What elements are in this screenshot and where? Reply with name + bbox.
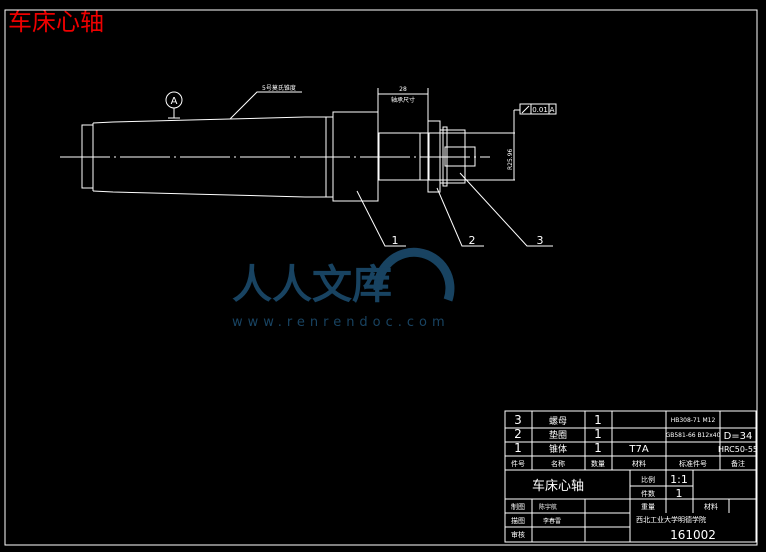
watermark-logo: 人人文库 www.renrendoc.com [232, 247, 455, 330]
diameter-dimension: R25.96 [507, 109, 520, 180]
svg-text:28: 28 [399, 86, 407, 93]
svg-text:轴承尺寸: 轴承尺寸 [391, 96, 415, 104]
svg-text:比例: 比例 [641, 475, 655, 484]
watermark-url: www.renrendoc.com [232, 315, 450, 330]
svg-text:数量: 数量 [591, 459, 605, 468]
drawing-title: 车床心轴 [8, 8, 104, 36]
leader-1: 1 [392, 234, 399, 247]
svg-text:1:1: 1:1 [670, 473, 688, 486]
svg-text:西北工业大学明德学院: 西北工业大学明德学院 [636, 515, 706, 524]
svg-text:GB581-66 B12x40: GB581-66 B12x40 [666, 432, 721, 439]
svg-text:件号: 件号 [511, 459, 525, 468]
svg-text:HB308-71 M12: HB308-71 M12 [671, 417, 716, 424]
svg-text:1: 1 [676, 487, 683, 500]
svg-text:A: A [550, 106, 555, 114]
svg-text:R25.96: R25.96 [507, 148, 514, 170]
length-dimension: 28 轴承尺寸 [377, 86, 429, 121]
svg-text:3: 3 [514, 413, 522, 427]
svg-text:描图: 描图 [511, 516, 525, 525]
svg-text:制图: 制图 [511, 502, 525, 511]
datum-a-symbol: A [165, 91, 183, 119]
leader-3: 3 [537, 234, 544, 247]
svg-text:161002: 161002 [670, 528, 716, 542]
datum-label: A [171, 96, 178, 107]
svg-text:陈宇航: 陈宇航 [539, 503, 557, 511]
svg-text:1: 1 [594, 427, 602, 441]
watermark-text: 人人文库 [232, 262, 392, 308]
svg-text:车床心轴: 车床心轴 [532, 478, 584, 494]
taper-note: 5号莫氏锥度 [262, 84, 296, 92]
taper-leader [229, 91, 302, 120]
svg-text:HRC50-55: HRC50-55 [718, 445, 758, 454]
leader-2: 2 [469, 234, 476, 247]
svg-text:螺母: 螺母 [549, 416, 567, 427]
svg-text:1: 1 [594, 413, 602, 427]
runout-tolerance-frame: 0.01 A [519, 103, 557, 115]
svg-text:垫圈: 垫圈 [549, 429, 567, 441]
svg-text:T7A: T7A [628, 444, 648, 455]
svg-text:标准件号: 标准件号 [679, 459, 707, 468]
svg-text:2: 2 [514, 427, 522, 441]
svg-text:0.01: 0.01 [532, 106, 548, 114]
svg-text:D=34: D=34 [724, 431, 753, 442]
svg-text:重量: 重量 [641, 503, 655, 511]
part-leaders: 1 2 3 [356, 172, 553, 247]
shaft [81, 111, 515, 202]
svg-text:锥体: 锥体 [549, 443, 567, 455]
svg-text:材料: 材料 [704, 502, 718, 511]
drawing-frame [4, 9, 758, 546]
svg-text:备注: 备注 [731, 459, 745, 468]
svg-text:审核: 审核 [511, 530, 525, 539]
svg-text:1: 1 [514, 441, 522, 455]
svg-text:1: 1 [594, 441, 602, 455]
title-block-text: 3 螺母 1 HB308-71 M12 2 垫圈 1 GB581-66 B12x… [511, 413, 758, 542]
svg-text:件数: 件数 [641, 489, 655, 498]
title-block [504, 410, 757, 543]
svg-text:李春雷: 李春雷 [543, 517, 561, 525]
svg-text:材料: 材料 [632, 459, 646, 468]
svg-text:名称: 名称 [551, 459, 565, 468]
